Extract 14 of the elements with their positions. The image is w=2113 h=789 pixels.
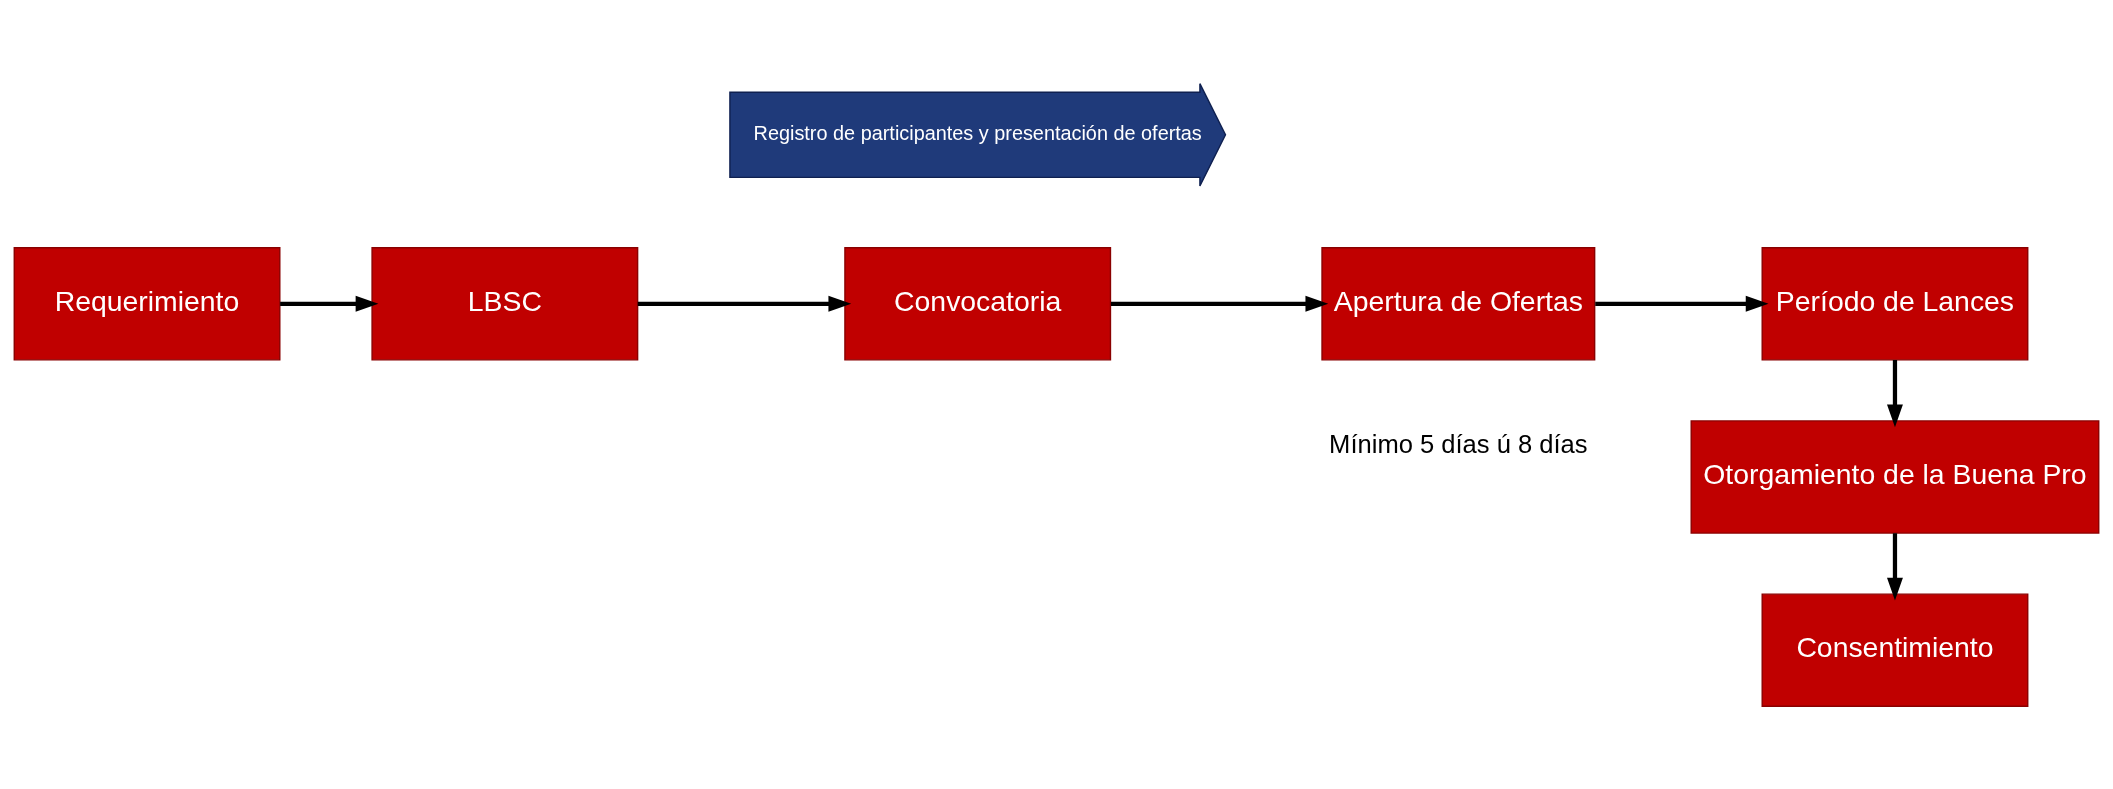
node-box: Consentimiento (1761, 592, 2029, 707)
node-box: Período de Lances (1761, 246, 2029, 361)
arrow (1887, 359, 1903, 427)
arrow (637, 295, 852, 312)
node-box: LBSC (371, 246, 639, 361)
arrow (1595, 295, 1769, 312)
node-box: Convocatoria (844, 246, 1112, 361)
arrow (1110, 295, 1329, 312)
arrow (1887, 532, 1903, 600)
node-box: Otorgamiento de la Buena Pro (1690, 419, 2100, 534)
label: Mínimo 5 días ú 8 días (1329, 429, 1588, 458)
node-box: Requerimiento (13, 246, 281, 361)
node-box: Apertura de Ofertas (1321, 246, 1596, 361)
arrow (280, 295, 379, 312)
